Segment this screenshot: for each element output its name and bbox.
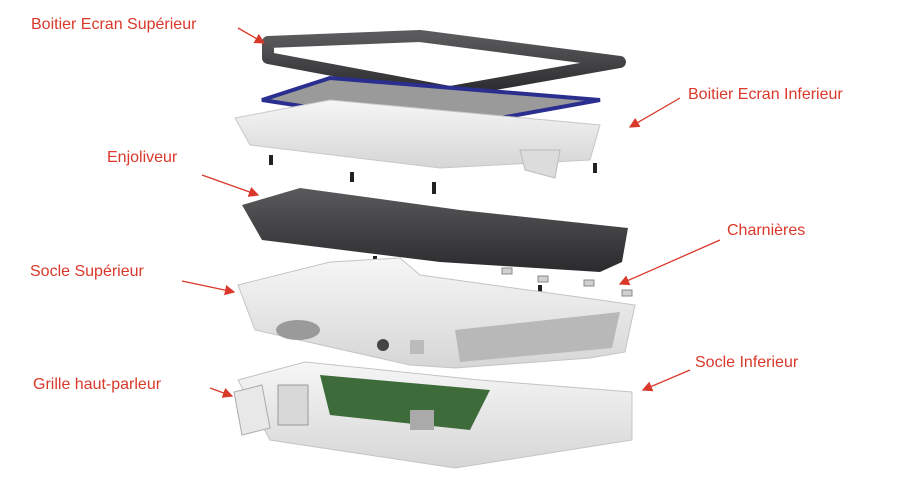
callout-arrows xyxy=(181,27,721,398)
hinges xyxy=(501,267,633,297)
label-enjoliveur: Enjoliveur xyxy=(107,149,178,166)
lower-screen-housing xyxy=(234,99,601,179)
label-socle-superieur: Socle Supérieur xyxy=(30,263,144,280)
top-screen-bezel xyxy=(262,30,626,98)
label-boitier-ecran-superieur: Boitier Ecran Supérieur xyxy=(31,16,197,33)
label-boitier-ecran-inferieur: Boitier Ecran Inferieur xyxy=(688,86,843,103)
label-charnieres: Charnières xyxy=(727,222,806,239)
speaker-grille xyxy=(233,384,309,436)
upper-base xyxy=(237,257,636,369)
lower-base xyxy=(237,361,633,469)
label-grille-haut-parleur: Grille haut-parleur xyxy=(33,376,162,393)
trim-cover xyxy=(242,188,628,272)
label-socle-inferieur: Socle Inferieur xyxy=(695,354,799,371)
